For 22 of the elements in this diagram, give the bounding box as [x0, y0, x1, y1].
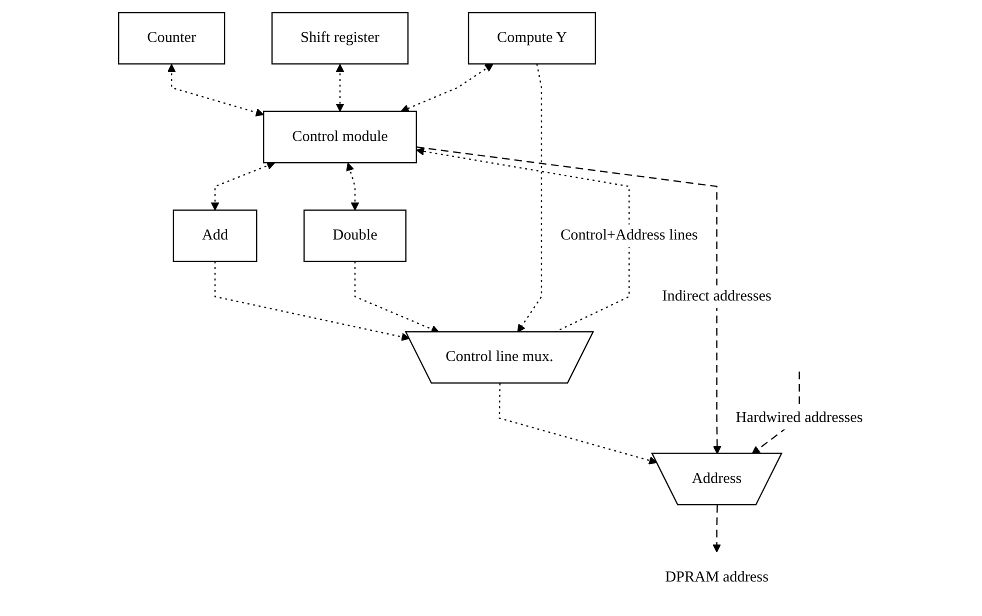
node-box: Double	[304, 210, 407, 262]
arrow	[499, 384, 658, 465]
arrow	[214, 261, 410, 341]
arrow	[712, 505, 722, 552]
arrow	[346, 162, 360, 211]
arrow	[211, 162, 276, 211]
arrow	[400, 64, 494, 112]
arrow	[168, 64, 264, 116]
arrow	[518, 64, 542, 333]
arrow	[416, 147, 630, 333]
node-box: Shift register	[272, 12, 409, 64]
node-text: DPRAM address	[665, 569, 769, 586]
edge-label: Hardwired addresses	[736, 410, 864, 426]
node-box: Counter	[118, 12, 226, 64]
arrow	[336, 64, 344, 112]
edge-label: Indirect addresses	[662, 288, 772, 304]
node-box: Control module	[263, 110, 418, 164]
edge-label: Control+Address lines	[560, 227, 698, 244]
node-box: Add	[173, 210, 258, 262]
arrow	[416, 146, 722, 454]
node-box: Compute Y	[468, 12, 596, 64]
arrow	[354, 261, 440, 334]
